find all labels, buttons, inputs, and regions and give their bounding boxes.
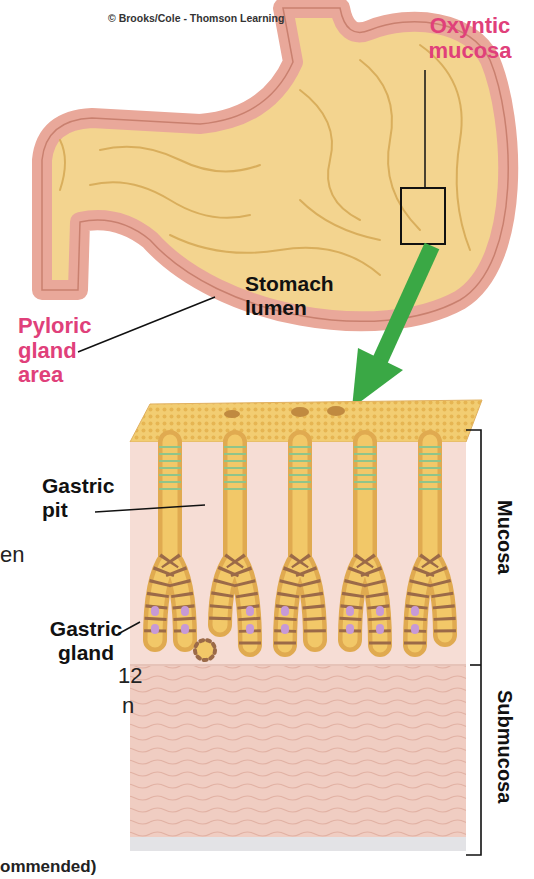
detail-box (401, 188, 445, 244)
mucosa-cross-section (95, 400, 482, 855)
leader-line (78, 297, 215, 352)
part-label: Gastric pit (42, 474, 142, 521)
region-label: Pyloric gland area (18, 314, 110, 388)
layer-label: Mucosa (494, 500, 516, 574)
layer-label: Submucosa (494, 690, 516, 803)
cut-off-text: 12 (118, 664, 142, 689)
part-label: Gastric gland (30, 617, 142, 664)
copyright-note: © Brooks/Cole - Thomson Learning (108, 13, 368, 25)
mucosa-layer (130, 442, 466, 665)
gastric-glands (155, 442, 445, 660)
region-label: Stomach lumen (245, 272, 357, 319)
submucosa-layer (130, 665, 466, 837)
region-label: Oxyntic mucosa (410, 14, 530, 63)
cut-off-text: en (0, 543, 24, 568)
gastric-folds (60, 45, 470, 275)
muscle-edge (130, 837, 466, 851)
cut-off-text: n (122, 694, 134, 719)
layer-bracket (466, 430, 481, 855)
leader-line (95, 505, 205, 512)
zoom-arrow (352, 246, 432, 408)
cut-off-text: ommended) (0, 857, 96, 876)
leader-line (424, 70, 426, 188)
